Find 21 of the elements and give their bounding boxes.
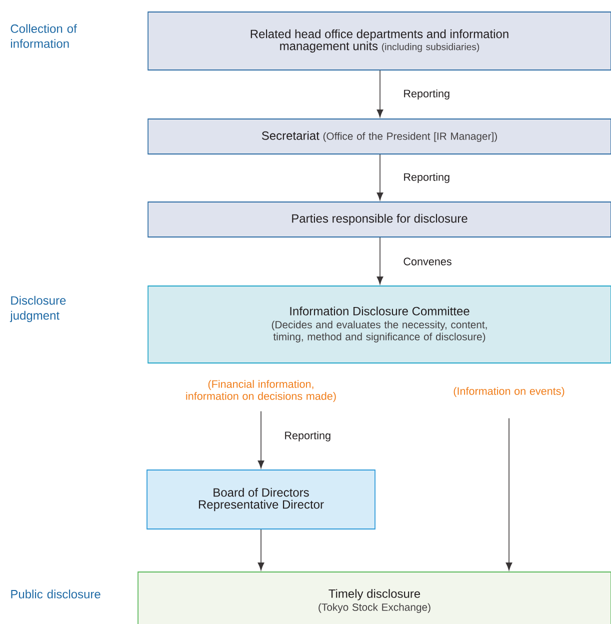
category-label: (Information on events): [454, 386, 564, 398]
process-box: Secretariat (Office of the President [IR Manager]): [148, 118, 611, 154]
edge-label: Convenes: [404, 258, 452, 266]
arrow: [258, 410, 264, 468]
edge-label: Reporting: [404, 89, 450, 100]
section-label: Public disclosure: [11, 590, 100, 598]
section-label: Disclosure judgment: [10, 296, 66, 322]
edge-label: Reporting: [404, 172, 450, 184]
arrow: [258, 529, 264, 570]
process-box: Related head office departments and information management units (including subsidiaries): [148, 12, 611, 70]
category-label: (Financial information, information on decisions made): [186, 380, 336, 402]
section-label: Collection of information: [10, 24, 77, 48]
arrow: [376, 70, 384, 118]
arrow: [376, 154, 384, 200]
process-box: Board of Directors Representative Director: [146, 470, 376, 530]
process-box: Timely disclosure (Tokyo Stock Exchange): [138, 572, 611, 624]
process-box: Parties responsible for disclosure: [148, 202, 611, 238]
edge-label: Reporting: [285, 431, 330, 442]
process-box: Information Disclosure Committee (Decides and evaluates the necessity, content, timing, method and significance of disclosure): [148, 286, 611, 364]
arrow: [506, 418, 512, 570]
arrow: [376, 237, 384, 284]
